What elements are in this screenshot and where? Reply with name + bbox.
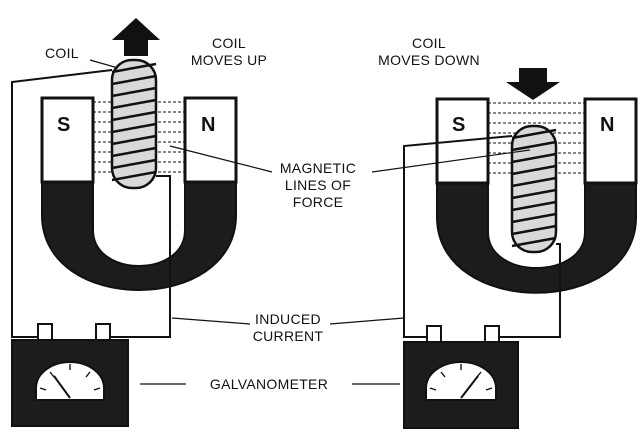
arrow-up-icon (112, 18, 160, 56)
induced-current-label-line1: INDUCED (255, 311, 321, 327)
right-north-label: N (600, 114, 614, 136)
arrow-down-icon (506, 68, 560, 100)
magnetic-lines-label-line1: MAGNETIC (280, 160, 356, 176)
right-coil (510, 124, 558, 254)
left-north-pole (183, 96, 238, 184)
right-north-pole (583, 97, 638, 185)
leader-lines (89, 59, 531, 385)
magnetic-lines-label-line3: FORCE (293, 194, 344, 210)
coil-label: COIL (45, 45, 79, 61)
right-assembly: S N (403, 68, 638, 429)
left-galvanometer (11, 323, 129, 427)
coil-moves-up-label-line1: COIL (212, 35, 246, 51)
right-south-label: S (452, 114, 465, 136)
left-coil (110, 58, 158, 190)
right-magnet-bend (436, 182, 637, 294)
magnetic-lines-label-line2: LINES OF (285, 177, 351, 193)
left-assembly: S N (11, 18, 238, 427)
coil-moves-up-label-line2: MOVES UP (191, 52, 267, 68)
induced-current-label-line2: CURRENT (253, 328, 324, 344)
left-south-label: S (57, 114, 70, 136)
right-galvanometer-needle (460, 375, 479, 399)
right-galvanometer (403, 325, 519, 429)
left-north-label: N (201, 114, 215, 136)
coil-moves-down-label-line1: COIL (412, 35, 446, 51)
left-magnet-bend (41, 181, 237, 291)
galvanometer-label: GALVANOMETER (210, 376, 328, 392)
left-south-pole (40, 96, 95, 184)
left-galvanometer-needle (53, 375, 71, 399)
coil-moves-down-label-line2: MOVES DOWN (378, 52, 480, 68)
